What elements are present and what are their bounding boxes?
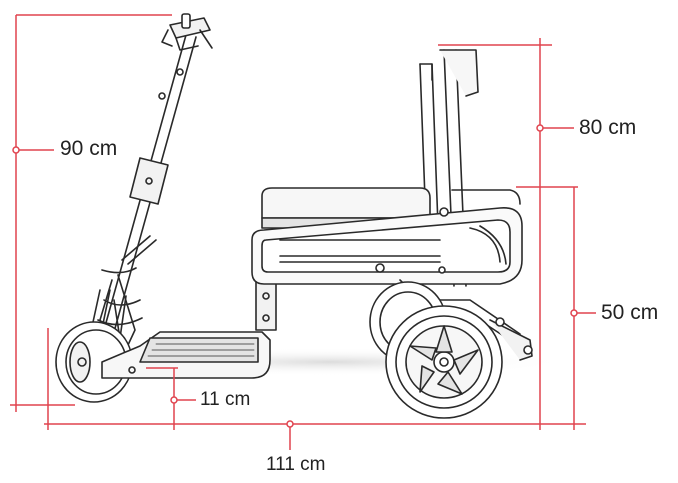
dim-seat-back-height (438, 38, 574, 430)
seat-height-label: 50 cm (601, 301, 659, 324)
ground-clearance-label: 11 cm (200, 389, 251, 410)
overall-length-label: 111 cm (266, 454, 326, 475)
dim-handlebar-height (10, 14, 172, 412)
rear-wheel-near (385, 305, 503, 419)
dim-ground-clearance (146, 367, 196, 430)
seat-frame (251, 49, 533, 361)
dim-seat-height (516, 186, 596, 430)
steering-column (103, 34, 197, 333)
scooter-illustration (55, 13, 533, 419)
dim-overall-length (44, 328, 586, 450)
handlebar-height-label: 90 cm (60, 137, 118, 160)
footboard (101, 279, 277, 379)
dimension-lines (10, 14, 596, 450)
handlebar (161, 13, 213, 51)
seat-back-height-label: 80 cm (579, 116, 637, 139)
